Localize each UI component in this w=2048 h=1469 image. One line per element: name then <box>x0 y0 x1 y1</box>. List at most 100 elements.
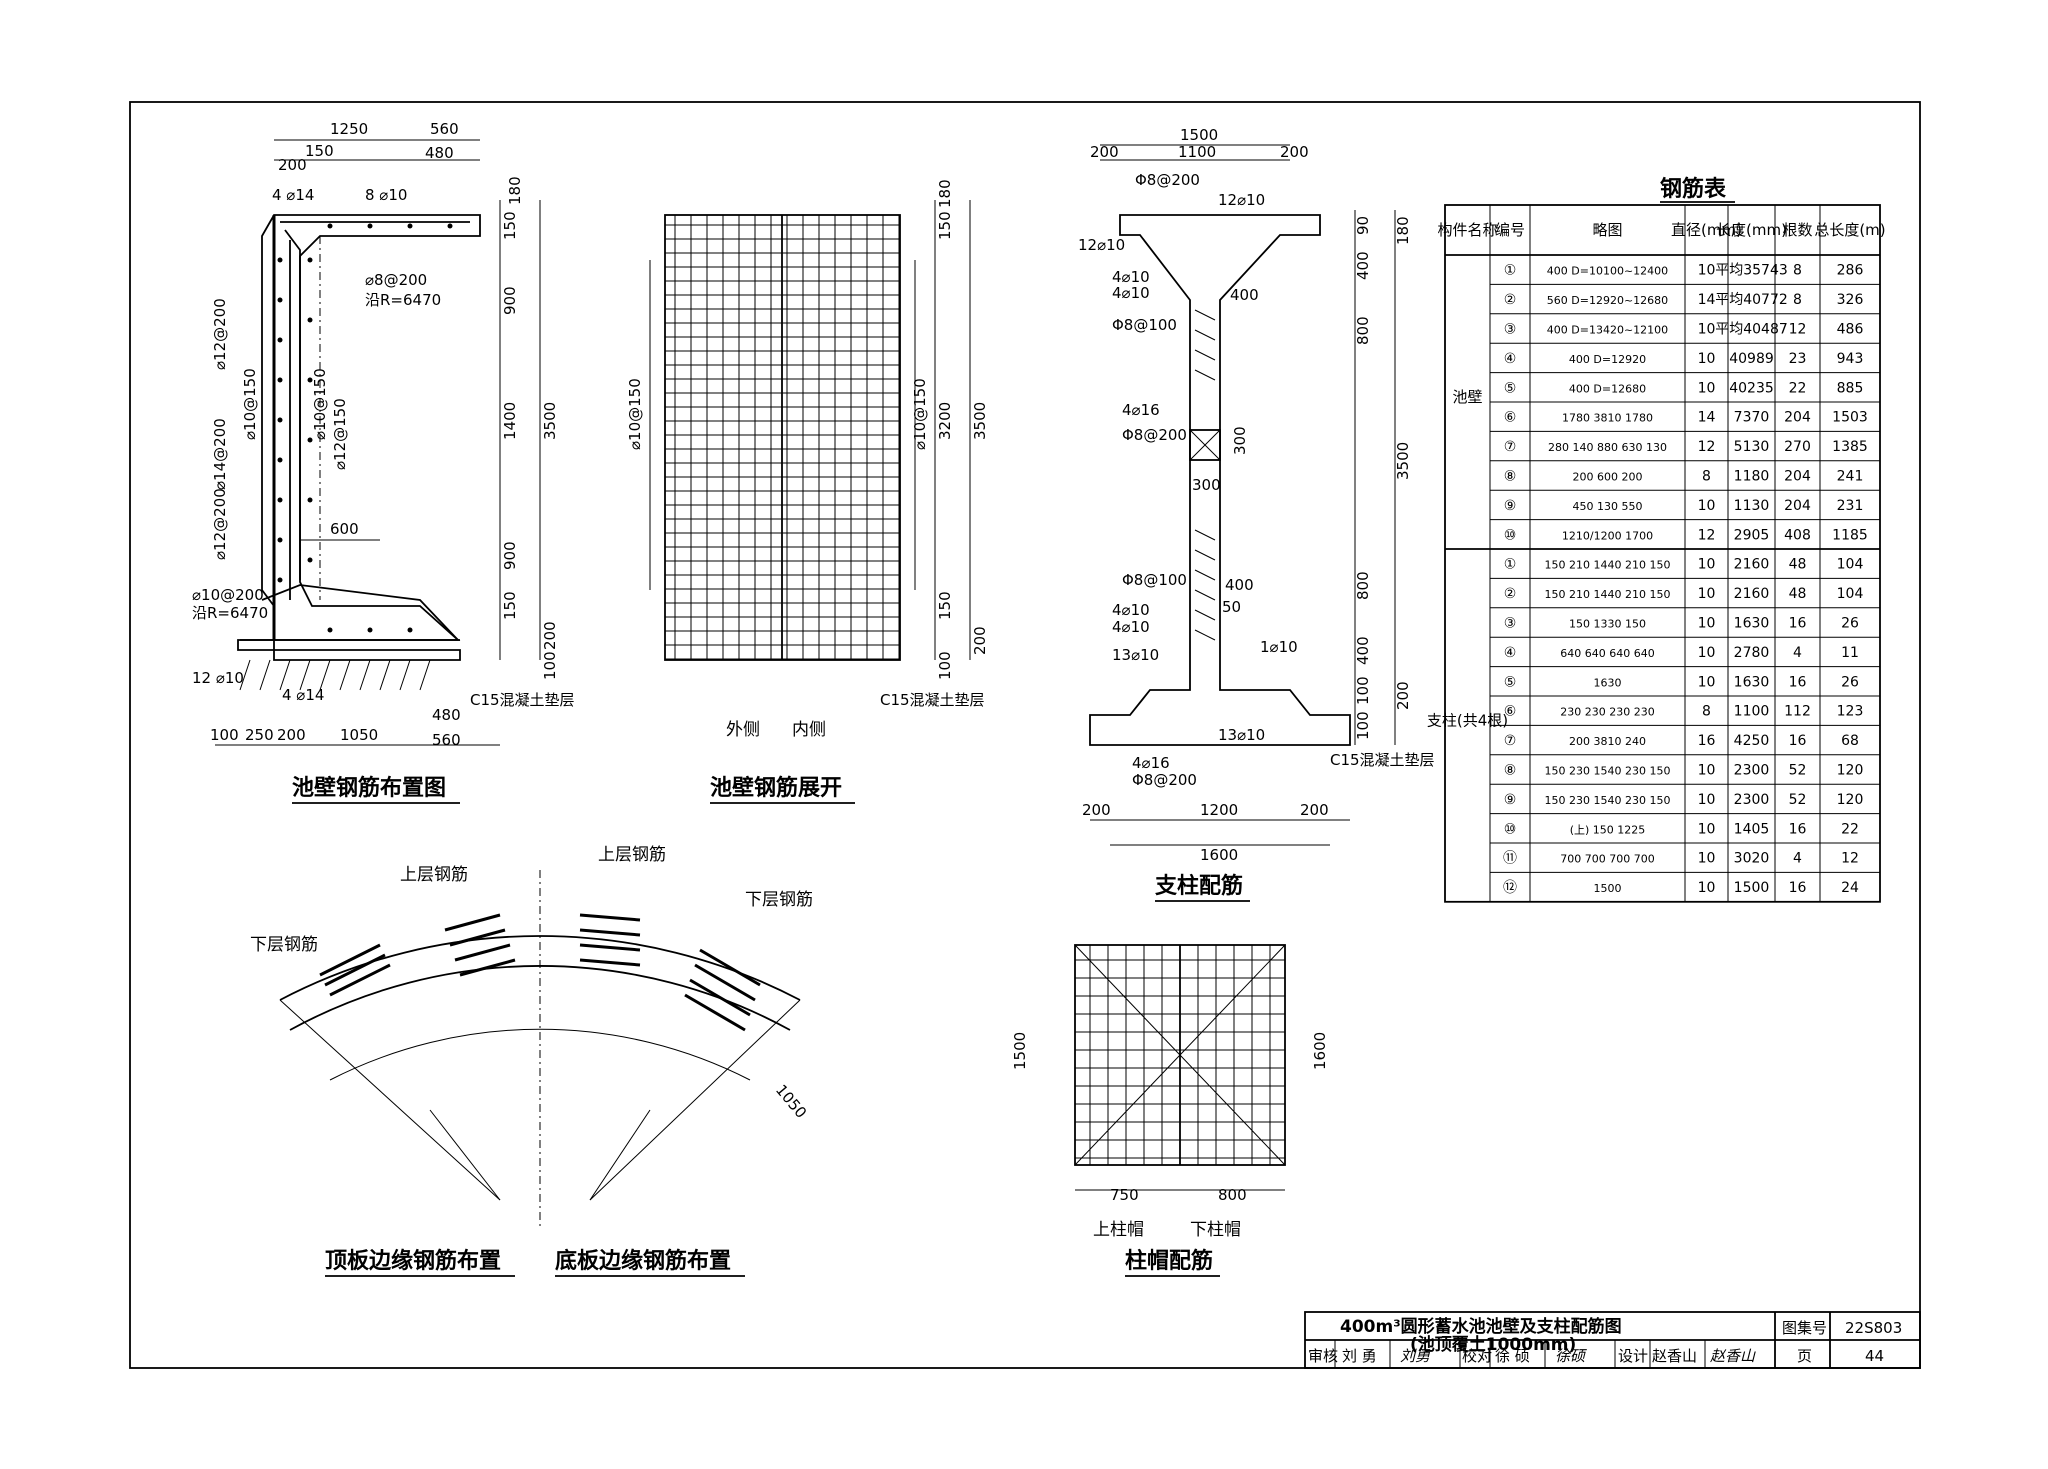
unfold-callout-c15: C15混凝土垫层 <box>880 691 985 709</box>
table-cell: 12 <box>1789 322 1807 338</box>
designer-signature: 赵香山 <box>1710 1347 1756 1365</box>
wall-dim-r8: 100 <box>541 651 559 680</box>
table-cell: 12 <box>1698 439 1716 455</box>
col-dim-r7: 100 <box>1354 676 1372 705</box>
col-callout-13: 4⌀16 <box>1132 754 1170 772</box>
title-line2: (池顶覆土1000mm) <box>1410 1334 1576 1355</box>
table-header-cell: 编号 <box>1495 221 1525 239</box>
table-cell: 52 <box>1789 763 1807 779</box>
table-cell: 8 <box>1702 469 1711 485</box>
wall-callout-11: 沿R=6470 <box>192 604 268 622</box>
table-cell: ⑥ <box>1504 410 1517 426</box>
table-cell: 8 <box>1793 263 1802 279</box>
table-cell: 68 <box>1841 733 1859 749</box>
col-callout-5: Φ8@100 <box>1112 316 1177 334</box>
table-cell: 200 600 200 <box>1573 471 1643 484</box>
table-cell: 14 <box>1698 292 1716 308</box>
wall-dim-r1: 150 <box>501 211 519 240</box>
unfold-dim-r0: 180 <box>936 179 954 208</box>
table-cell: ⑤ <box>1504 674 1517 690</box>
table-cell: 10 <box>1698 557 1716 573</box>
table-cell: 1385 <box>1832 439 1868 455</box>
col-callout-4: 4⌀10 <box>1112 284 1150 302</box>
table-cell: 2160 <box>1734 586 1770 602</box>
atlas-label: 图集号 <box>1782 1319 1827 1337</box>
table-cell: 400 D=10100~12400 <box>1547 265 1668 278</box>
col-dim-t3: 200 <box>1280 143 1309 161</box>
table-header-cell: 略图 <box>1592 221 1622 239</box>
table-cell: 204 <box>1784 498 1811 514</box>
table-cell: ③ <box>1504 322 1517 338</box>
table-cell: 241 <box>1837 469 1864 485</box>
designer-name: 赵香山 <box>1652 1347 1697 1365</box>
wall-dim-r7: 200 <box>541 621 559 650</box>
checker-name: 徐 硕 <box>1495 1347 1530 1365</box>
design-label: 设计 <box>1618 1347 1648 1365</box>
table-cell: 560 D=12920~12680 <box>1547 294 1668 307</box>
table-cell: 1630 <box>1734 616 1770 632</box>
table-group-name: 池壁 <box>1452 388 1482 406</box>
table-cell: 700 700 700 700 <box>1560 853 1654 866</box>
check-label: 校对 <box>1462 1347 1492 1365</box>
table-cell: 231 <box>1837 498 1864 514</box>
wall-layout-view: 1250 560 200 150 480 180 150 900 1400 90… <box>192 120 575 804</box>
atlas-no: 22S803 <box>1845 1319 1902 1337</box>
table-cell: 26 <box>1841 616 1859 632</box>
page-no: 44 <box>1865 1347 1884 1365</box>
reviewer-name: 刘 勇 <box>1342 1347 1377 1365</box>
table-cell: 8 <box>1793 292 1802 308</box>
wall-callout-3: ⌀8@200 <box>365 271 427 289</box>
col-dim-r6: 400 <box>1354 636 1372 665</box>
table-header-cell: 总长度(m) <box>1814 221 1885 239</box>
table-cell: ④ <box>1504 645 1517 661</box>
table-cell: ⑦ <box>1504 439 1517 455</box>
col-callout-11: 13⌀10 <box>1112 646 1159 664</box>
unfold-dim-r3: 3500 <box>971 402 989 440</box>
col-dim-r9: 100 <box>1354 711 1372 740</box>
col-callout-12: 1⌀10 <box>1260 638 1298 656</box>
table-cell: 16 <box>1698 733 1716 749</box>
table-cell: (上) 150 1225 <box>1570 823 1646 836</box>
table-cell: 150 210 1440 210 150 <box>1545 588 1671 601</box>
col-callout-0: Φ8@200 <box>1135 171 1200 189</box>
col-callout-1: 12⌀10 <box>1218 191 1265 209</box>
table-cell: ⑤ <box>1504 380 1517 396</box>
table-cell: 120 <box>1837 792 1864 808</box>
unfold-dim-r2: 3200 <box>936 402 954 440</box>
unfold-dim-r5: 200 <box>971 626 989 655</box>
table-cell: 2905 <box>1734 527 1770 543</box>
table-cell: 1405 <box>1734 821 1770 837</box>
table-cell: ⑦ <box>1504 733 1517 749</box>
table-cell: 400 D=12920 <box>1569 353 1646 366</box>
wall-dim-b4: 480 <box>432 706 461 724</box>
col-callout-9: 4⌀10 <box>1112 601 1150 619</box>
wall-callout-8: ⌀12@150 <box>331 398 349 470</box>
table-cell: 2300 <box>1734 763 1770 779</box>
wall-dim-b0: 100 <box>210 726 239 744</box>
col-dim-r5: 800 <box>1354 571 1372 600</box>
table-cell: ⑪ <box>1503 851 1517 867</box>
unfold-callout-0: ⌀10@150 <box>626 378 644 450</box>
col-dim-r0: 90 <box>1354 216 1372 235</box>
wall-dim-b1: 250 <box>245 726 274 744</box>
wall-dim-600: 600 <box>330 520 359 538</box>
table-cell: 885 <box>1837 380 1864 396</box>
col-callout-8: Φ8@100 <box>1122 571 1187 589</box>
table-cell: 450 130 550 <box>1573 500 1643 513</box>
table-cell: 2300 <box>1734 792 1770 808</box>
wall-dim-480: 480 <box>425 144 454 162</box>
table-cell: 204 <box>1784 410 1811 426</box>
wall-callout-14: C15混凝土垫层 <box>470 691 575 709</box>
col-dim-t1: 1100 <box>1178 143 1216 161</box>
bottom-edge-label-upper: 上层钢筋 <box>598 845 666 865</box>
table-cell: 104 <box>1837 557 1864 573</box>
cap-dim-1600: 1600 <box>1311 1032 1329 1070</box>
table-cell: 10 <box>1698 763 1716 779</box>
table-cell: 10 <box>1698 322 1716 338</box>
table-cell: ③ <box>1504 616 1517 632</box>
table-cell: 5130 <box>1734 439 1770 455</box>
table-cell: 16 <box>1789 616 1807 632</box>
table-cell: 10 <box>1698 792 1716 808</box>
table-cell: 7370 <box>1734 410 1770 426</box>
table-cell: ⑧ <box>1504 763 1517 779</box>
